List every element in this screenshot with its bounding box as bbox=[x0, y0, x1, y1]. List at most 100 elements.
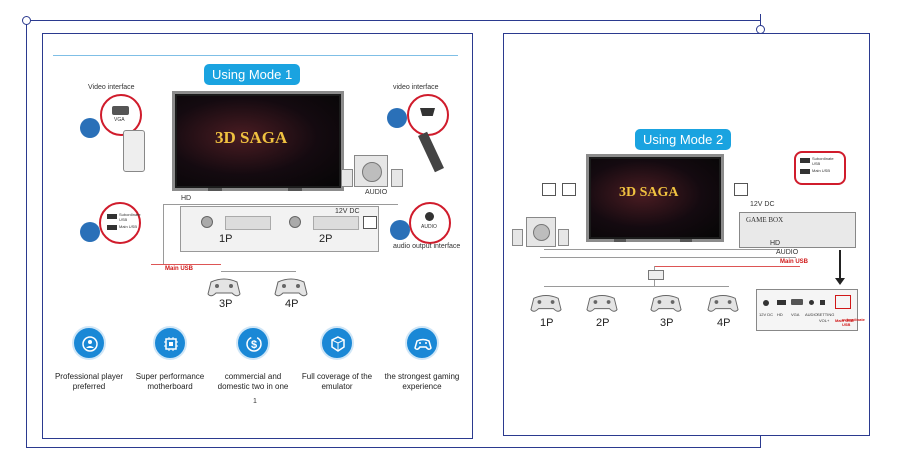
wire-hd bbox=[163, 204, 398, 205]
port-setting-icon bbox=[820, 300, 825, 305]
page-number: 1 bbox=[253, 398, 257, 405]
mode2-usb-main-label: Main USB bbox=[812, 168, 830, 173]
feature-text-3: Full coverage of the emulator bbox=[295, 372, 379, 392]
feature-icon-dollar-cycle: $ bbox=[236, 326, 270, 360]
mode2-2p-label: 2P bbox=[596, 317, 609, 329]
mode2-tv-logo: 3D SAGA bbox=[619, 185, 679, 201]
frame-dot-left bbox=[22, 16, 31, 25]
feature-icon-cube bbox=[320, 326, 354, 360]
frame-left-line bbox=[26, 20, 27, 448]
mode2-plug-1-icon bbox=[542, 183, 556, 196]
mode1-dc-label: 12V DC bbox=[335, 208, 360, 215]
mode1-speaker bbox=[354, 155, 388, 187]
mode2-3p-label: 3P bbox=[660, 317, 673, 329]
port-dc-label: 12V DC bbox=[759, 312, 773, 317]
vga-badge-icon bbox=[80, 118, 100, 138]
audio-badge-icon bbox=[390, 220, 410, 240]
mode2-wire-main-usb bbox=[654, 266, 800, 267]
port-vga-label: VGA bbox=[791, 312, 799, 317]
hdmi-port-icon bbox=[420, 108, 435, 116]
mode1-speaker-small-right bbox=[391, 169, 403, 187]
mode2-wire-gamepads bbox=[544, 286, 729, 287]
port-dc-icon bbox=[763, 300, 769, 306]
mode2-usb-magnifier: Subordinate USB Main USB bbox=[794, 151, 846, 185]
mode1-title: Using Mode 1 bbox=[204, 64, 300, 85]
port-audio-icon bbox=[809, 300, 814, 305]
mode2-game-box-label: GAME BOX bbox=[746, 216, 783, 224]
feature-text-2: commercial and domestic two in one bbox=[211, 372, 295, 392]
mode2-main-usb-red: Main USB bbox=[780, 259, 808, 265]
mode1-usb-main-label: Main USB bbox=[119, 224, 137, 229]
port-sub-usb-label: subordinate USB bbox=[842, 317, 866, 327]
buttons-1p bbox=[225, 216, 271, 230]
feature-text-0: Professional player preferred bbox=[47, 372, 131, 392]
usb-main-port-icon bbox=[107, 225, 117, 230]
mode2-title: Using Mode 2 bbox=[635, 129, 731, 150]
mode2-wire-audio bbox=[540, 257, 796, 258]
mode2-usb-sub-label: Subordinate USB bbox=[812, 156, 840, 166]
mode1-power-plug-icon bbox=[363, 216, 377, 229]
mode1-usb-sub-label: Subordinate USB bbox=[119, 212, 137, 222]
mode1-gamepad-4p-icon bbox=[274, 276, 308, 298]
mode2-tv: 3D SAGA bbox=[586, 154, 724, 242]
port-hd-label: HD bbox=[777, 312, 783, 317]
mode2-4p-label: 4P bbox=[717, 317, 730, 329]
usb-sub-port-icon bbox=[107, 214, 117, 219]
feature-text-4: the strongest gaming experience bbox=[380, 372, 464, 392]
hdmi-cable-icon bbox=[418, 132, 444, 172]
svg-text:$: $ bbox=[251, 339, 257, 351]
mode2-plug-2-icon bbox=[562, 183, 576, 196]
joystick-2p bbox=[289, 216, 301, 228]
audio-output-label: audio output interface bbox=[393, 243, 460, 250]
port-audio-label: AUDIO bbox=[805, 312, 818, 317]
mode2-tv-stand-left bbox=[614, 239, 626, 242]
feature-icon-chip bbox=[153, 326, 187, 360]
mode2-wire-hd bbox=[544, 249, 780, 250]
mode1-tv-stand-right bbox=[288, 188, 302, 191]
mode1-main-usb-red: Main USB bbox=[165, 266, 193, 272]
frame-top-line bbox=[26, 20, 760, 21]
mode2-speaker-small-left bbox=[512, 229, 523, 246]
speaker-cone bbox=[362, 162, 382, 182]
mode2-gamepad-1p-icon bbox=[530, 292, 562, 314]
mode1-speaker-small-left bbox=[341, 169, 353, 187]
video-interface-right-label: video interface bbox=[393, 84, 439, 91]
vga-label: VGA bbox=[114, 117, 125, 123]
mode1-2p-label: 2P bbox=[319, 233, 332, 245]
audio-jack-icon bbox=[425, 212, 434, 221]
hdmi-badge-icon bbox=[387, 108, 407, 128]
wire-left-drop bbox=[163, 204, 164, 264]
mode2-hd-label: HD bbox=[770, 240, 780, 247]
feature-text-1: Super performance motherboard bbox=[128, 372, 212, 392]
mode2-gamepad-2p-icon bbox=[586, 292, 618, 314]
frame-bottom-line bbox=[26, 447, 760, 448]
joystick-1p bbox=[201, 216, 213, 228]
port-usb-highlight bbox=[835, 295, 851, 309]
buttons-2p bbox=[313, 216, 359, 230]
mode1-1p-label: 1P bbox=[219, 233, 232, 245]
mode2-arrow-head-icon bbox=[835, 278, 845, 285]
mode2-speaker bbox=[526, 217, 556, 247]
mode1-hd-label: HD bbox=[181, 195, 191, 202]
mode2-panel: Using Mode 2 Subordinate USB Main USB 3D… bbox=[503, 33, 870, 436]
mode2-plug-3-icon bbox=[734, 183, 748, 196]
feature-icon-target-person bbox=[72, 326, 106, 360]
mode2-usb-main-port-icon bbox=[800, 169, 810, 174]
mode1-tv-logo: 3D SAGA bbox=[215, 128, 287, 148]
mode1-gamepad-3p-icon bbox=[207, 276, 241, 298]
mode2-usb-sub-port-icon bbox=[800, 158, 810, 163]
wire-main-usb bbox=[151, 264, 221, 265]
video-interface-left-label: Video interface bbox=[88, 84, 135, 91]
port-hd-icon bbox=[777, 300, 786, 305]
mode1-3p-label: 3P bbox=[219, 298, 232, 310]
usb-magnifier: Subordinate USB Main USB bbox=[99, 202, 141, 244]
feature-icon-gamepad bbox=[405, 326, 439, 360]
mode1-tv: 3D SAGA bbox=[172, 91, 344, 191]
mode2-speaker-small-right bbox=[558, 229, 569, 246]
mode2-gamepad-3p-icon bbox=[650, 292, 682, 314]
mode1-4p-label: 4P bbox=[285, 298, 298, 310]
wire-gamepads bbox=[221, 271, 296, 272]
mode1-panel: Using Mode 1 Video interface VGA video i… bbox=[42, 33, 473, 439]
mode1-audio-small-label: AUDIO bbox=[421, 224, 437, 230]
mode2-arrow-down-icon bbox=[839, 250, 841, 280]
